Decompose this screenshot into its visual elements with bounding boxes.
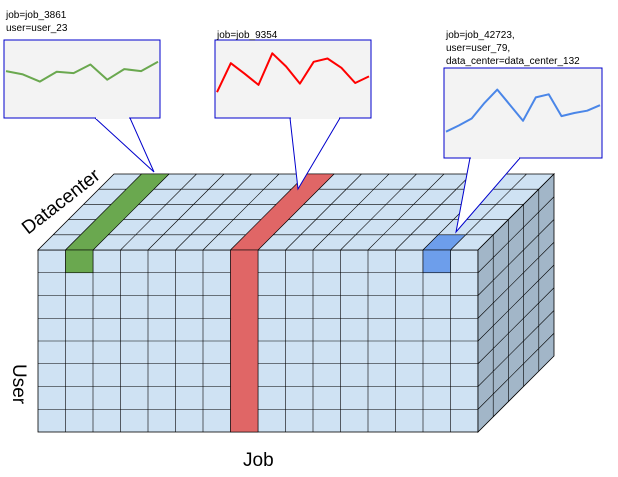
callout-label-line: data_center=data_center_132 [446, 56, 580, 67]
top-grid-line [120, 173, 197, 251]
side-grid-line [477, 264, 555, 342]
sparkline-series [5, 60, 159, 83]
top-grid-line [147, 173, 225, 251]
side-grid-line [477, 333, 555, 410]
callout-label-line: user=user_23 [6, 23, 68, 34]
callout-job_3861: job=job_3861 user=user_23 [3, 10, 161, 173]
side-grid-line [477, 242, 555, 319]
cube-highlights [64, 173, 467, 433]
side-grid-line [477, 219, 555, 296]
green-front-cell [65, 249, 94, 274]
side-grid-line [477, 310, 555, 387]
sparkline-series [216, 52, 370, 93]
top-grid-line [340, 173, 417, 251]
job-axis-label: Job [243, 450, 274, 471]
callout-label-line: job=job_3861 [5, 10, 67, 21]
callout-label-line: job=job_9354 [216, 30, 278, 41]
callout-job_9354: job=job_9354 [214, 30, 372, 191]
top-grid-line [175, 173, 252, 251]
top-grid-line [202, 173, 280, 251]
top-grid-line [312, 173, 390, 251]
sparkline-box [214, 39, 372, 119]
top-grid-line [395, 173, 472, 251]
red-front-column [230, 249, 259, 433]
callout-job_42723: job=job_42723, user=user_79, data_center=d… [443, 30, 603, 234]
sparkline-series [445, 88, 601, 133]
callout-pointer [93, 117, 155, 173]
top-grid-line [285, 173, 362, 251]
callout-label-line: user=user_79, [446, 43, 510, 54]
user-axis-label: User [8, 364, 29, 405]
sparkline-box [3, 39, 161, 119]
side-grid-line [477, 196, 555, 273]
callout-label-line: job=job_42723, [445, 30, 515, 41]
top-grid-line [367, 173, 445, 251]
callouts: job=job_3861 user=user_23 job=job_9354 job=… [3, 10, 603, 234]
side-grid-line [477, 287, 555, 364]
blue-front-cell [422, 249, 451, 274]
